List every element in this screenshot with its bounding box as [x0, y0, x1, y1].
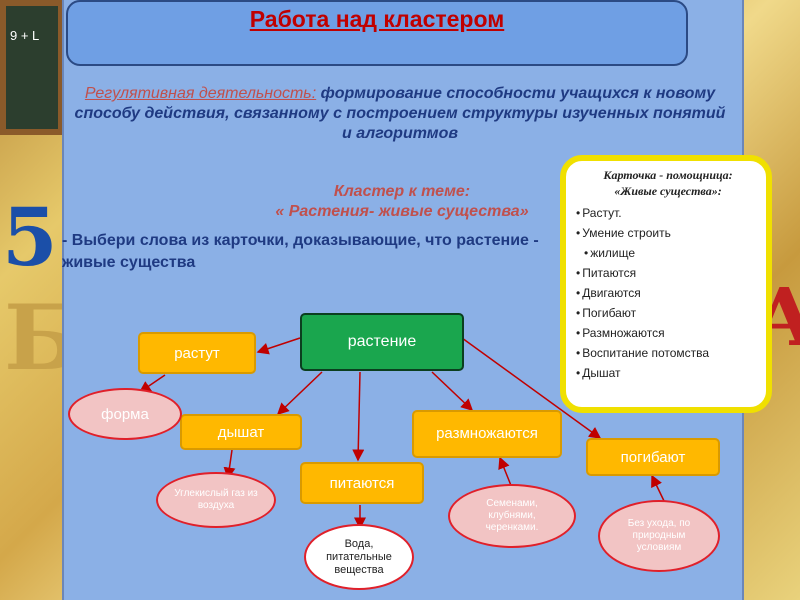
card-item: Размножаются	[576, 323, 760, 343]
node-die-label: погибают	[621, 449, 686, 466]
helper-card-title: Карточка - помощница: «Живые существа»:	[576, 167, 760, 199]
oval-form-label: форма	[101, 406, 149, 423]
helper-card-title-line2: «Живые существа»:	[576, 183, 760, 199]
description-lead: Регулятивная деятельность:	[85, 85, 316, 102]
card-item: Двигаются	[576, 283, 760, 303]
helper-card-title-line1: Карточка - помощница:	[576, 167, 760, 183]
cluster-heading-line2: « Растения- живые существа»	[232, 202, 572, 222]
node-eat: питаются	[300, 462, 424, 504]
oval-food: Вода, питательные вещества	[304, 524, 414, 590]
node-grow-label: растут	[174, 345, 220, 362]
node-breathe: дышат	[180, 414, 302, 450]
card-item: Погибают	[576, 303, 760, 323]
card-item: Умение строить	[576, 223, 760, 243]
oval-food-label: Вода, питательные вещества	[318, 538, 400, 577]
decor-digit-five: 5	[2, 190, 58, 284]
cluster-heading-line1: Кластер к теме:	[232, 182, 572, 202]
node-center-plant: растение	[300, 313, 464, 371]
description-paragraph: Регулятивная деятельность: формирование …	[70, 84, 730, 144]
card-item: Питаются	[576, 263, 760, 283]
node-reproduce-label: размножаются	[436, 424, 538, 444]
helper-card-list: Растут. Умение строить жилище Питаются Д…	[576, 203, 760, 383]
oval-form: форма	[68, 388, 182, 440]
oval-gas: Углекислый газ из воздуха	[156, 472, 276, 528]
node-breathe-label: дышат	[218, 424, 264, 441]
oval-seeds: Семенами, клубнями, черенками.	[448, 484, 576, 548]
card-item: жилище	[576, 243, 760, 263]
oval-gas-label: Углекислый газ из воздуха	[172, 488, 260, 512]
card-item: Дышат	[576, 363, 760, 383]
oval-care: Без ухода, по природным условиям	[598, 500, 720, 572]
node-die: погибают	[586, 438, 720, 476]
task-text: - Выбери слова из карточки, доказывающие…	[62, 230, 562, 274]
oval-seeds-label: Семенами, клубнями, черенками.	[466, 498, 558, 534]
chalkboard-decoration: 9 + L	[0, 0, 64, 135]
page-title: Работа над кластером	[68, 6, 686, 33]
card-item: Растут.	[576, 203, 760, 223]
title-box: Работа над кластером	[66, 0, 688, 66]
node-reproduce: размножаются	[412, 410, 562, 458]
helper-card: Карточка - помощница: «Живые существа»: …	[560, 155, 772, 413]
node-center-label: растение	[348, 333, 417, 351]
oval-care-label: Без ухода, по природным условиям	[618, 518, 700, 554]
cluster-heading: Кластер к теме: « Растения- живые сущест…	[232, 182, 572, 222]
node-grow: растут	[138, 332, 256, 374]
node-eat-label: питаются	[330, 475, 395, 492]
card-item: Воспитание потомства	[576, 343, 760, 363]
